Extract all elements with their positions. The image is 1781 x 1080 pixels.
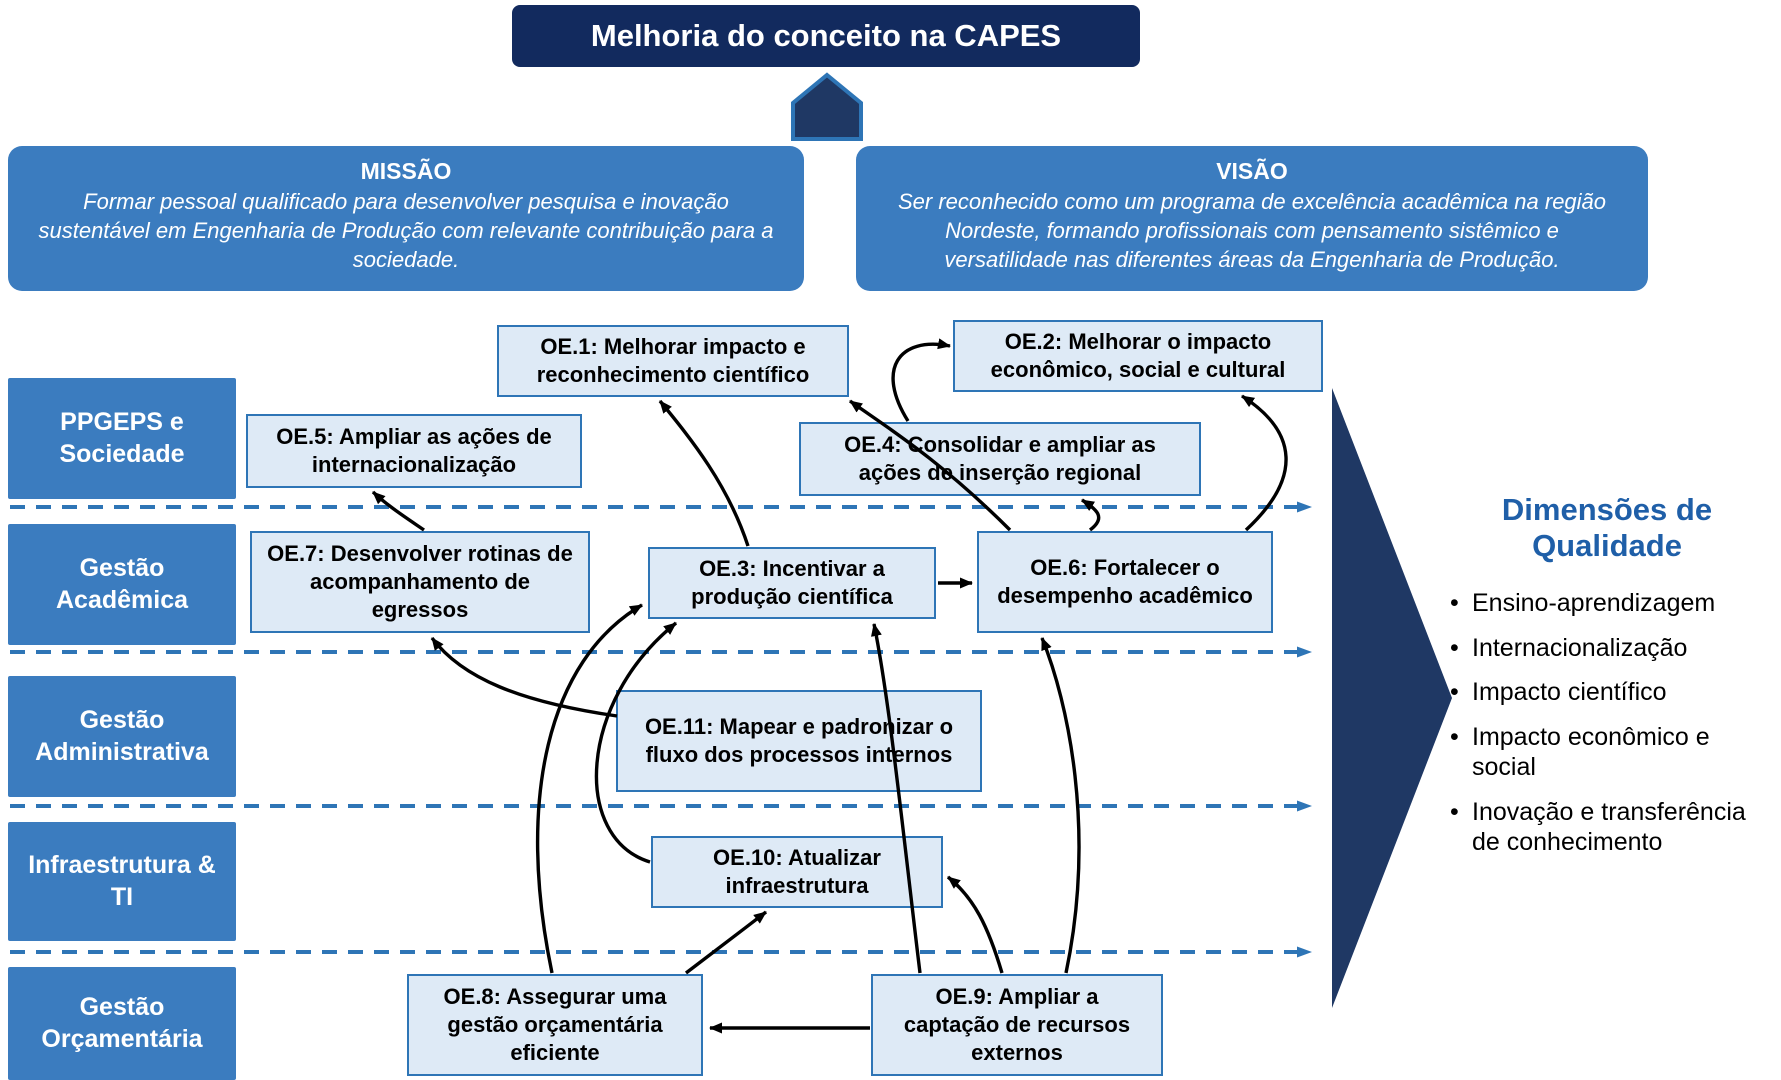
arrow-oe3-to-oe1 — [658, 399, 750, 547]
objective-oe2: OE.2: Melhorar o impacto econômico, soci… — [953, 320, 1323, 392]
arrow-oe6-to-oe2 — [1241, 394, 1288, 532]
objective-oe3: OE.3: Incentivar a produção científica — [648, 547, 936, 619]
vision-card: VISÃO Ser reconhecido como um programa d… — [856, 146, 1648, 291]
objective-oe8: OE.8: Assegurar uma gestão orçamentária … — [407, 974, 703, 1076]
quality-dimensions-heading: Dimensões de Qualidade — [1501, 492, 1713, 563]
mission-text: Formar pessoal qualificado para desenvol… — [38, 189, 774, 273]
arrow-oe9-to-oe10 — [946, 875, 1004, 974]
objective-oe5: OE.5: Ampliar as ações de internacionali… — [246, 414, 582, 488]
arrow-oe9-to-oe3 — [871, 623, 922, 974]
objective-oe11: OE.11: Mapear e padronizar o fluxo dos p… — [616, 690, 982, 792]
perspective-gestao-academica: Gestão Acadêmica — [8, 524, 236, 645]
quality-funnel-arrow-icon — [1332, 388, 1452, 1008]
quality-item: Impacto econômico e social — [1448, 722, 1778, 783]
arrow-oe4-to-oe2 — [891, 338, 951, 422]
arrow-oe7-to-oe5 — [371, 490, 425, 532]
vision-heading: VISÃO — [1216, 158, 1288, 184]
perspective-infraestrutura-ti: Infraestrutura & TI — [8, 822, 236, 941]
perspective-gestao-orcamentaria: Gestão Orçamentária — [8, 967, 236, 1080]
perspective-gestao-administrativa: Gestão Administrativa — [8, 676, 236, 797]
quality-dimensions-list: Ensino-aprendizagem Internacionalização … — [1448, 588, 1778, 872]
arrow-oe8-to-oe10 — [684, 910, 768, 975]
objective-oe1: OE.1: Melhorar impacto e reconhecimento … — [497, 325, 849, 397]
quality-item: Internacionalização — [1448, 633, 1778, 664]
quality-item: Ensino-aprendizagem — [1448, 588, 1778, 619]
quality-item: Inovação e transferência de conhecimento — [1448, 797, 1778, 858]
mission-card: MISSÃO Formar pessoal qualificado para d… — [8, 146, 804, 291]
page-title: Melhoria do conceito na CAPES — [512, 5, 1140, 67]
objective-oe7: OE.7: Desenvolver rotinas de acompanhame… — [250, 531, 590, 633]
objective-oe10: OE.10: Atualizar infraestrutura — [651, 836, 943, 908]
objective-oe9: OE.9: Ampliar a captação de recursos ext… — [871, 974, 1163, 1076]
arrow-oe9-to-oe6 — [1040, 637, 1081, 974]
vision-text: Ser reconhecido como um programa de exce… — [897, 189, 1607, 273]
mission-heading: MISSÃO — [360, 158, 452, 184]
arrow-oe6-to-oe4 — [1081, 498, 1101, 532]
quality-item: Impacto científico — [1448, 677, 1778, 708]
up-arrow-icon — [791, 72, 863, 141]
objective-oe6: OE.6: Fortalecer o desempenho acadêmico — [977, 531, 1273, 633]
perspective-ppgeps-e-sociedade: PPGEPS e Sociedade — [8, 378, 236, 499]
objective-oe4: OE.4: Consolidar e ampliar as ações de i… — [799, 422, 1201, 496]
arrow-oe11-to-oe7 — [430, 636, 618, 718]
